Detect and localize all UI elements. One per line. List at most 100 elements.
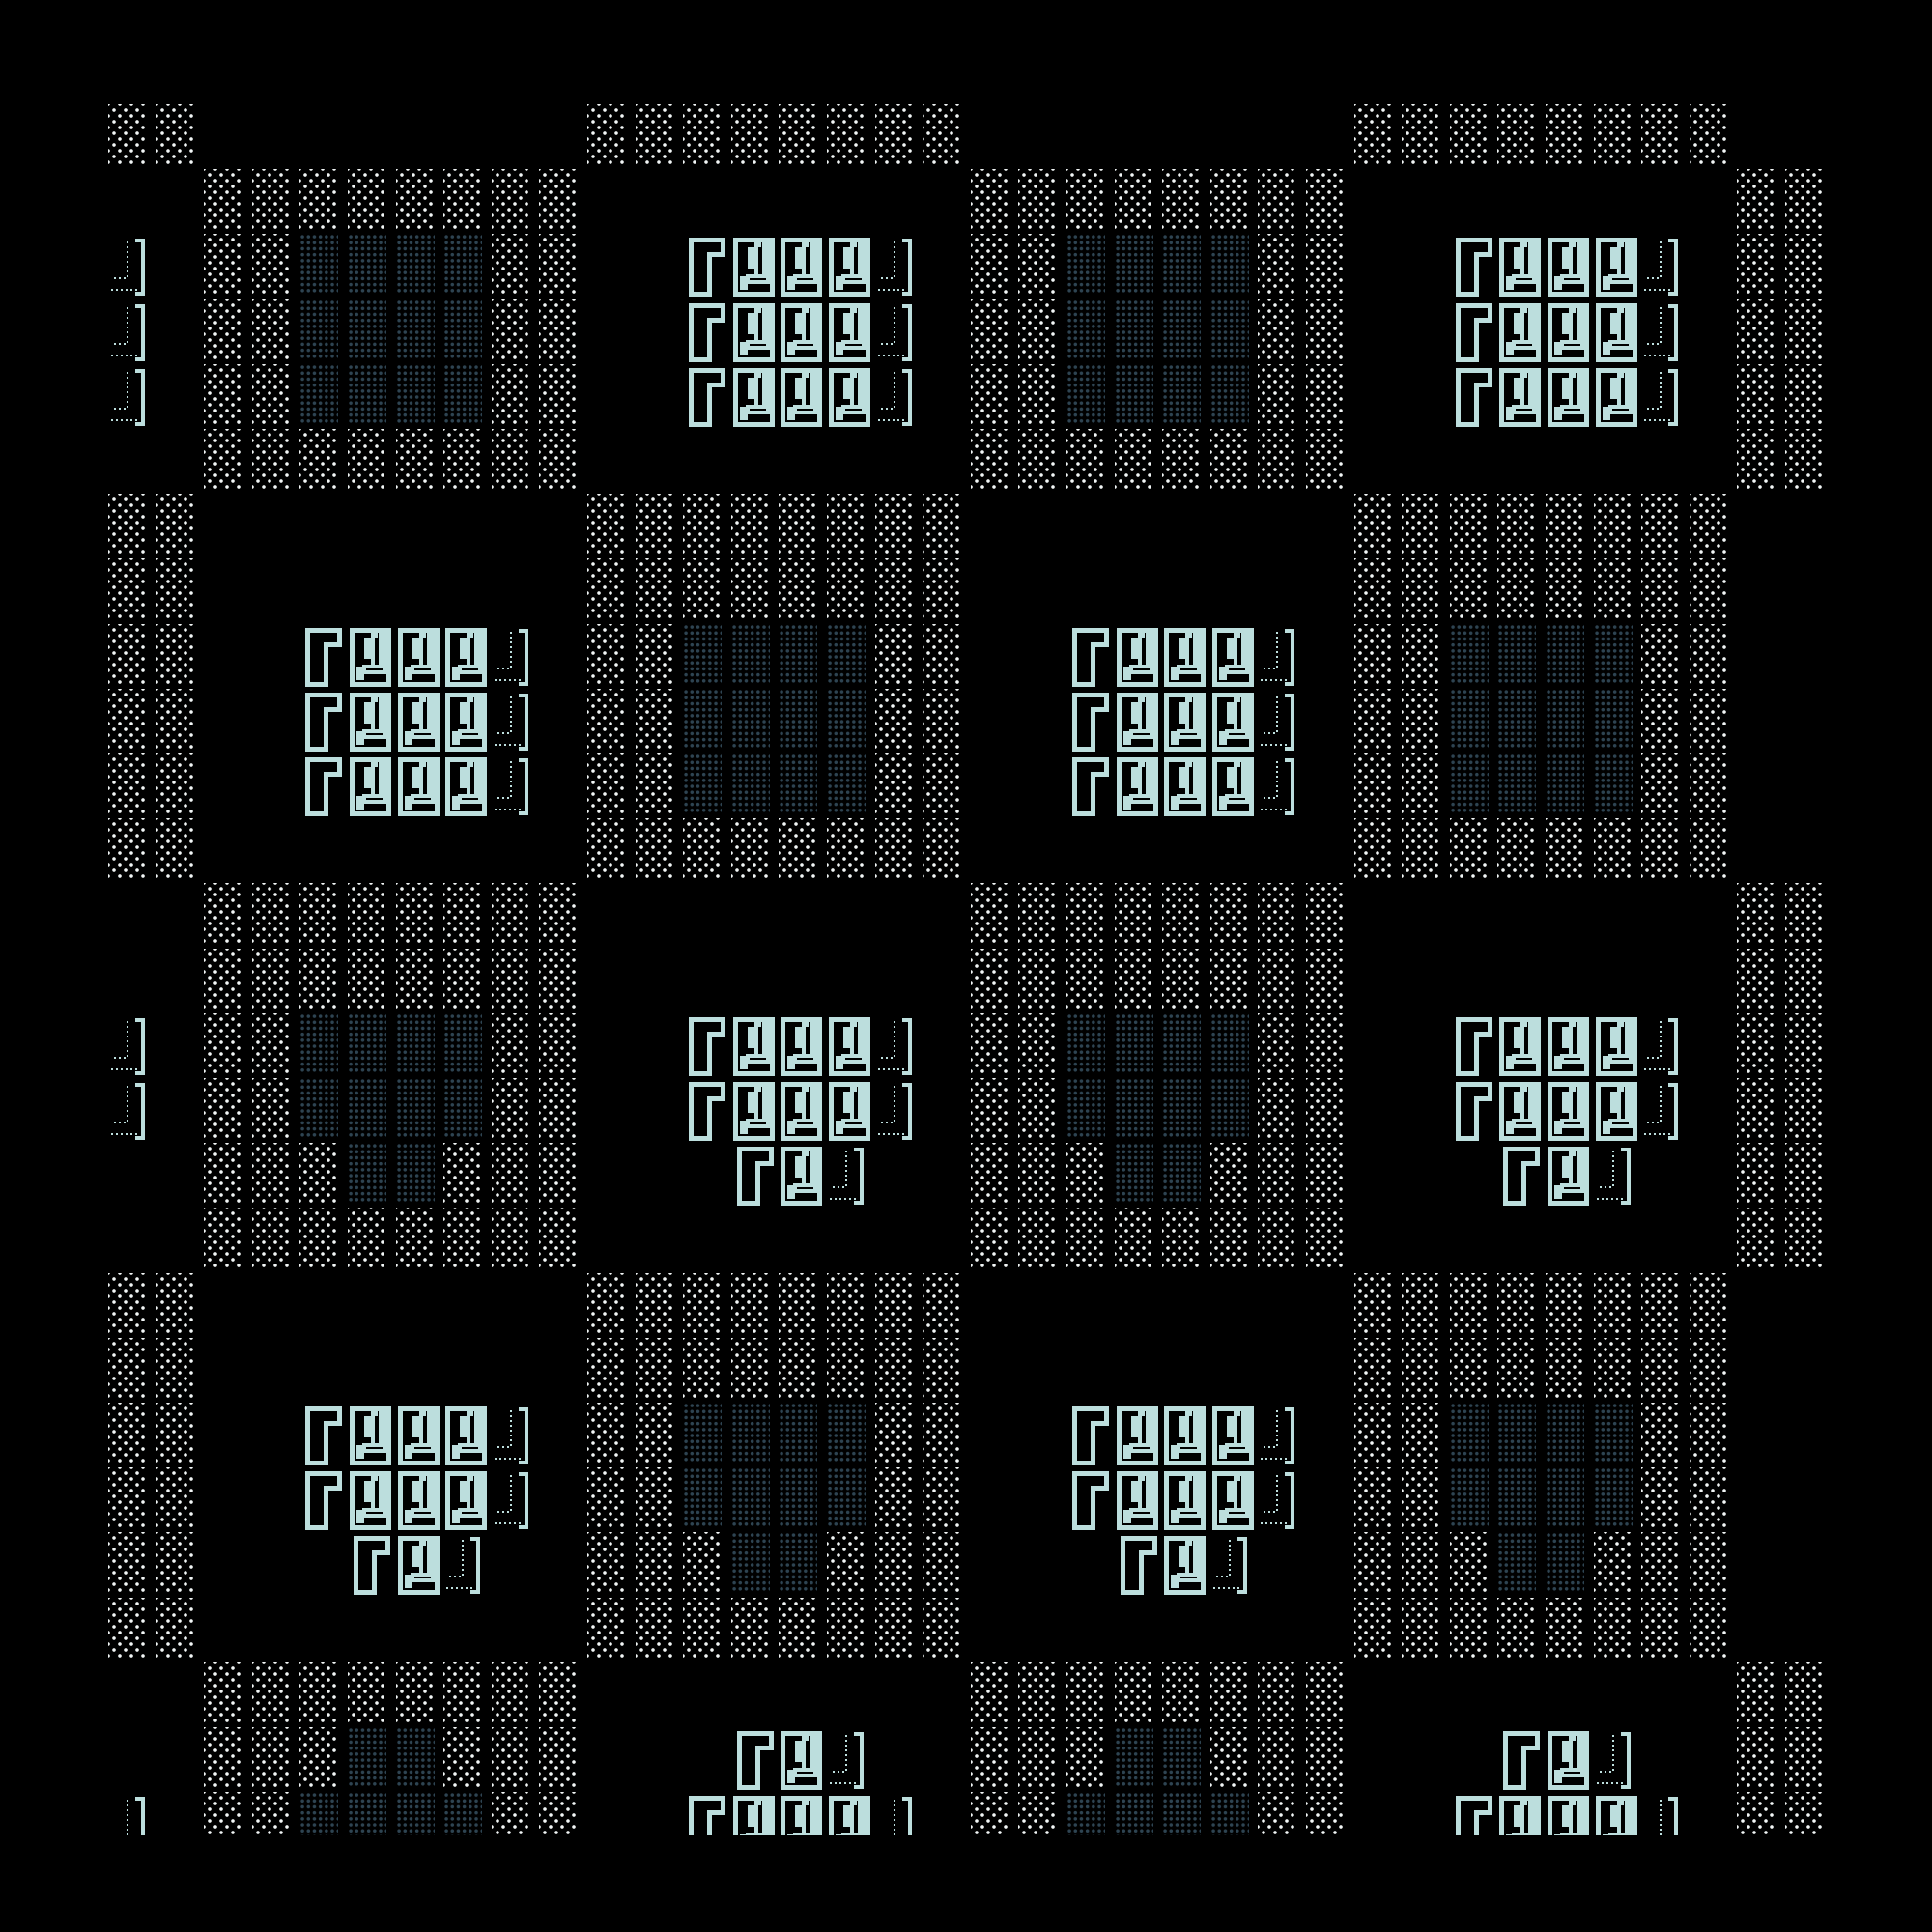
glyph-cell: [1162, 753, 1210, 818]
glyph-cell: [731, 1727, 780, 1792]
dim-shade-glyph: [1497, 1532, 1537, 1593]
bright-shade-glyph: [730, 1337, 770, 1398]
shade-cell: [683, 818, 731, 883]
corner-right-icon: [1261, 693, 1295, 751]
box-icon: [1164, 1536, 1207, 1596]
shade-cell: [1353, 1272, 1403, 1338]
shade-cell: [491, 363, 540, 429]
shade-cell: [1018, 298, 1066, 364]
shade-cell: [1641, 623, 1690, 689]
bright-shade-glyph: [587, 688, 626, 749]
glyph-cell: [348, 624, 396, 689]
shade-cell: [443, 363, 492, 429]
bright-shade-glyph: [1593, 818, 1633, 879]
shade-cell: [443, 234, 492, 298]
dim-shade-glyph: [1114, 234, 1153, 295]
shade-cell: [395, 363, 444, 429]
shade-cell: [1066, 298, 1115, 364]
shade-cell: [1162, 169, 1210, 234]
bright-shade-glyph: [156, 1337, 195, 1398]
bright-shade-glyph: [348, 883, 386, 944]
bright-shade-glyph: [1737, 429, 1776, 489]
dim-shade-glyph: [827, 688, 866, 749]
glyph-cell: [1641, 1013, 1690, 1078]
bright-shade-glyph: [1258, 429, 1297, 489]
bright-shade-glyph: [1689, 1272, 1728, 1333]
shade-cell: [156, 688, 205, 753]
bright-shade-glyph: [1449, 1532, 1489, 1593]
shade-cell: [1449, 1272, 1498, 1338]
bright-shade-glyph: [1402, 818, 1441, 879]
bright-shade-glyph: [970, 1727, 1009, 1787]
shade-cell: [874, 104, 923, 169]
shade-cell: [1402, 494, 1450, 558]
shade-cell: [1258, 883, 1306, 948]
dim-shade-glyph: [1066, 1012, 1105, 1073]
dim-shade-glyph: [730, 753, 770, 813]
glyph-cell: [1594, 1143, 1642, 1208]
bright-shade-glyph: [299, 883, 339, 944]
bright-shade-glyph: [1449, 818, 1489, 879]
bright-shade-glyph: [1018, 883, 1058, 944]
dim-shade-glyph: [1593, 688, 1633, 749]
shade-cell: [587, 494, 636, 558]
shade-cell: [1209, 1792, 1259, 1835]
bright-shade-glyph: [1402, 1272, 1441, 1333]
shade-cell: [1402, 1337, 1450, 1403]
bright-shade-glyph: [1737, 1792, 1776, 1835]
bright-shade-glyph: [395, 1208, 435, 1268]
glyph-cell: [1641, 234, 1690, 298]
shade-cell: [1689, 688, 1738, 753]
bright-shade-glyph: [204, 1078, 243, 1138]
shade-cell: [443, 429, 492, 494]
shade-cell: [1402, 1597, 1450, 1662]
bright-shade-glyph: [156, 1467, 195, 1528]
bright-shade-glyph: [491, 1208, 530, 1268]
bright-shade-glyph: [1258, 363, 1297, 424]
shade-cell: [874, 494, 923, 558]
bright-shade-glyph: [1641, 1337, 1681, 1398]
bright-shade-glyph: [970, 1792, 1009, 1835]
bright-shade-glyph: [1018, 298, 1058, 359]
shade-cell: [491, 298, 540, 364]
shade-cell: [1593, 1532, 1642, 1597]
dim-shade-glyph: [1209, 1078, 1249, 1138]
shade-cell: [1114, 1078, 1163, 1143]
shade-cell: [1066, 948, 1115, 1013]
shade-cell: [1402, 1532, 1450, 1597]
shade-cell: [1593, 818, 1642, 883]
shade-cell: [779, 1403, 827, 1467]
shade-cell: [827, 1532, 875, 1597]
shade-cell: [1209, 1012, 1259, 1078]
shade-cell: [1641, 558, 1690, 623]
box-icon: [1211, 627, 1254, 687]
bright-shade-glyph: [587, 1597, 626, 1658]
shade-cell: [1449, 1403, 1498, 1467]
glyph-cell: [492, 1467, 540, 1532]
bright-shade-glyph: [539, 1078, 579, 1138]
bright-shade-glyph: [1737, 883, 1776, 944]
shade-cell: [491, 169, 540, 234]
bright-shade-glyph: [730, 1597, 770, 1658]
shade-cell: [1593, 1272, 1642, 1338]
shade-cell: [299, 363, 348, 429]
box-icon: [1548, 1731, 1589, 1790]
glyph-cell: [827, 1792, 875, 1835]
bright-shade-glyph: [1018, 1727, 1058, 1787]
bright-shade-glyph: [1737, 1078, 1776, 1138]
shade-cell: [1641, 1467, 1690, 1532]
bright-shade-glyph: [539, 883, 579, 944]
bright-shade-glyph: [874, 1467, 914, 1528]
glyph-cell: [108, 234, 156, 298]
shade-cell: [1641, 1532, 1690, 1597]
shade-cell: [1066, 1727, 1115, 1792]
bright-shade-glyph: [1402, 494, 1441, 554]
bright-shade-glyph: [923, 1272, 962, 1333]
shade-cell: [1449, 558, 1498, 623]
shade-cell: [1593, 494, 1642, 558]
bright-shade-glyph: [635, 753, 674, 813]
shade-cell: [1785, 234, 1833, 298]
shade-cell: [587, 1467, 636, 1532]
glyph-cell: [1450, 299, 1498, 364]
bright-shade-glyph: [539, 1143, 579, 1204]
